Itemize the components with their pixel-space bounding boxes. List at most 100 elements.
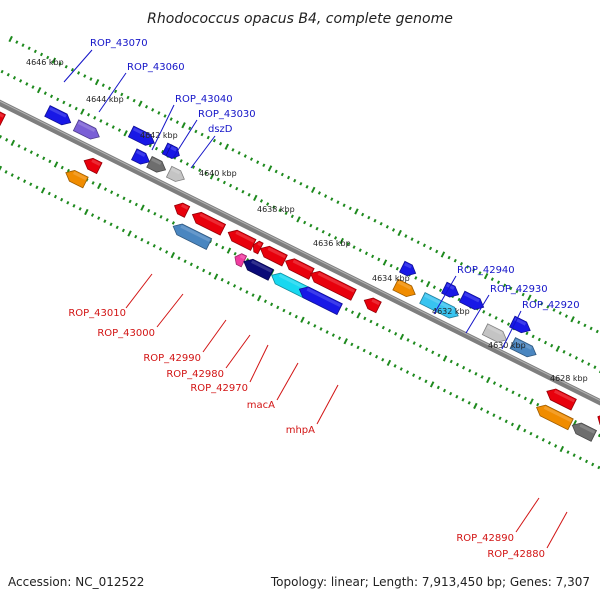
minor-tick	[122, 196, 126, 201]
minor-tick	[350, 310, 355, 315]
minor-tick	[578, 456, 582, 461]
plus-gene-label[interactable]: ROP_43070	[90, 38, 148, 49]
minor-tick	[78, 207, 82, 211]
minor-tick	[294, 314, 298, 319]
minor-tick	[480, 375, 484, 379]
minor-tick	[515, 289, 519, 294]
minor-tick	[270, 302, 274, 307]
minor-tick	[479, 407, 484, 411]
minus-label-leader	[276, 362, 299, 401]
gene-feature[interactable]	[283, 256, 315, 280]
minor-tick	[293, 178, 297, 183]
minor-tick	[126, 95, 130, 100]
gene-feature[interactable]	[544, 386, 577, 411]
major-tick	[555, 345, 561, 352]
minus-gene-label[interactable]: ROP_42880	[487, 549, 545, 560]
plus-gene-label[interactable]: ROP_43030	[198, 109, 256, 120]
minor-tick	[462, 365, 466, 370]
plus-gene-label[interactable]: ROP_42930	[490, 284, 548, 295]
gene-feature[interactable]	[165, 144, 182, 161]
minor-tick	[540, 302, 544, 306]
minor-tick	[23, 179, 27, 183]
minor-tick	[352, 245, 356, 249]
gene-feature-shine	[292, 259, 313, 272]
minor-tick	[362, 348, 366, 353]
gene-feature-shine	[239, 254, 246, 260]
minor-tick	[290, 214, 294, 219]
minor-tick	[587, 362, 591, 366]
minor-tick	[307, 321, 311, 325]
minor-tick	[288, 311, 292, 316]
minor-tick	[286, 175, 291, 180]
minor-tick	[381, 325, 385, 330]
minor-tick	[35, 185, 39, 190]
gene-feature[interactable]	[63, 167, 89, 189]
gene-feature[interactable]	[146, 155, 168, 175]
gene-feature[interactable]	[534, 402, 574, 431]
minor-tick	[29, 150, 33, 154]
major-tick	[356, 312, 361, 319]
major-tick	[8, 35, 13, 43]
minor-tick	[17, 144, 21, 148]
major-tick	[209, 173, 215, 180]
minus-gene-label[interactable]: ROP_42990	[143, 353, 201, 364]
major-tick	[399, 333, 405, 341]
minor-tick	[533, 298, 538, 303]
minor-tick	[68, 103, 72, 108]
gene-feature[interactable]	[165, 165, 187, 184]
major-tick	[170, 251, 176, 259]
minor-tick	[330, 197, 334, 201]
gene-feature-shine	[424, 293, 455, 311]
minor-tick	[461, 397, 465, 402]
minus-gene-label[interactable]: ROP_42890	[456, 533, 514, 544]
major-tick	[386, 359, 392, 366]
gene-feature[interactable]	[570, 420, 598, 442]
minor-tick	[577, 320, 581, 325]
gene-feature-shine	[136, 150, 146, 157]
gene-feature[interactable]	[171, 221, 213, 250]
minor-tick	[27, 46, 31, 51]
major-tick	[53, 161, 59, 168]
minor-tick	[568, 353, 572, 357]
plus-gene-label[interactable]: dszD	[208, 124, 233, 135]
gene-feature[interactable]	[441, 281, 462, 300]
plus-gene-label[interactable]: ROP_42920	[522, 300, 580, 311]
minor-tick	[442, 388, 447, 393]
gene-feature[interactable]	[131, 148, 153, 167]
minor-tick	[208, 271, 212, 276]
minor-tick	[342, 203, 346, 208]
major-tick	[181, 122, 186, 129]
minus-label-leader	[225, 334, 251, 369]
minor-tick	[364, 251, 369, 256]
minor-tick	[581, 359, 585, 363]
gene-feature[interactable]	[190, 209, 227, 236]
minor-tick	[10, 173, 14, 177]
plus-gene-label[interactable]: ROP_43040	[175, 94, 233, 105]
minor-tick	[91, 181, 95, 185]
gene-feature[interactable]	[308, 268, 357, 301]
plus-gene-label[interactable]: ROP_43060	[127, 62, 185, 73]
minus-gene-label[interactable]: macA	[247, 400, 275, 411]
minor-tick	[105, 122, 109, 126]
kbp-label: 4632 kbp	[432, 307, 470, 316]
gene-feature[interactable]	[226, 227, 257, 251]
minor-tick	[558, 311, 562, 315]
minor-tick	[72, 204, 76, 208]
plus-gene-label[interactable]: ROP_42940	[457, 265, 515, 276]
minus-gene-label[interactable]: ROP_42970	[190, 383, 248, 394]
minor-tick	[121, 228, 125, 233]
minor-tick	[455, 362, 460, 367]
minus-gene-label[interactable]: ROP_42980	[166, 369, 224, 380]
minor-tick	[110, 190, 114, 194]
gene-feature-shine	[0, 112, 5, 118]
gene-feature[interactable]	[297, 284, 343, 316]
gene-feature[interactable]	[399, 260, 419, 278]
gene-feature[interactable]	[258, 243, 288, 267]
minus-gene-label[interactable]: ROP_43010	[68, 308, 126, 319]
major-tick	[354, 208, 359, 215]
gene-feature[interactable]	[595, 411, 600, 428]
minor-tick	[158, 247, 163, 251]
minus-gene-label[interactable]: mhpA	[286, 425, 315, 436]
minus-gene-label[interactable]: ROP_43000	[97, 328, 155, 339]
gene-feature[interactable]	[241, 256, 274, 281]
